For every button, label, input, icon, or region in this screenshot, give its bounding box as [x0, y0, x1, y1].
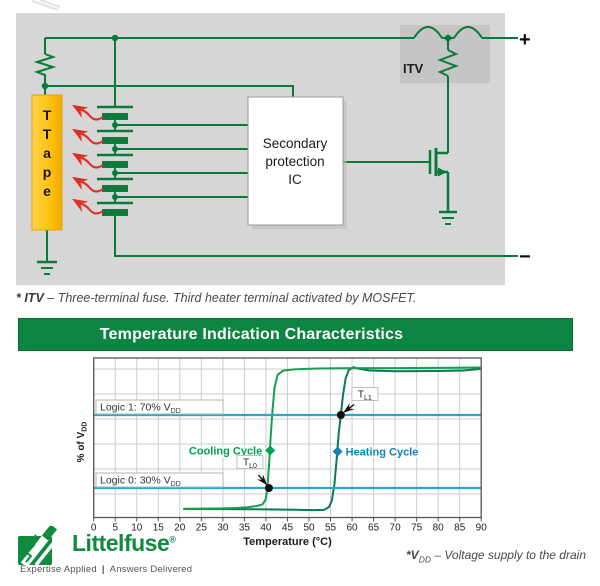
decorative-watermark [31, 0, 61, 12]
circuit-wires [33, 26, 518, 262]
annotation-point [264, 484, 273, 492]
y-axis-title: % of VDD [76, 422, 89, 463]
x-tick-label: 45 [282, 523, 294, 534]
littelfuse-logo-icon [18, 524, 58, 568]
ic-label-line: protection [265, 154, 324, 169]
horizontal-gridlines [93, 368, 482, 495]
x-axis-title: Temperature (°C) [243, 536, 332, 548]
x-tick-label: 90 [476, 523, 488, 534]
cooling-cycle-curve [183, 366, 481, 510]
minus-terminal-label: − [519, 246, 531, 268]
annotation-point [336, 411, 345, 419]
annotation-arrow [257, 474, 268, 486]
circuit-diagram: T T a p e Secondary protection IC [16, 0, 531, 285]
x-tick-label: 70 [390, 523, 402, 534]
chart-title: Temperature Indication Characteristics [99, 325, 404, 343]
x-tick-label: 35 [239, 523, 251, 534]
ttape-letter: T [43, 126, 52, 142]
ttape-letter: a [43, 145, 51, 161]
annotation-box [351, 387, 379, 401]
footnote-term: * ITV [16, 291, 44, 305]
x-tick-label: 10 [131, 523, 143, 534]
x-tick-label: 25 [196, 523, 208, 534]
threshold-label-box [95, 399, 224, 415]
mosfet-icon [428, 148, 450, 212]
chart-title-bar: Temperature Indication Characteristics [18, 318, 573, 351]
annotation-box [236, 455, 264, 469]
resistor-icon [33, 53, 57, 95]
protection-ic-box: Secondary protection IC [247, 96, 347, 229]
logic0-threshold: Logic 0: 30% VDD [93, 472, 482, 490]
ttape-letter: T [43, 107, 52, 123]
x-tick-label: 15 [153, 523, 165, 534]
x-tick-label: 65 [368, 523, 380, 534]
x-tick-label: 40 [260, 523, 272, 534]
threshold-label-box [95, 472, 224, 488]
vertical-gridlines [93, 358, 482, 518]
battery-tap-wires [115, 124, 248, 198]
ttape-letter: e [43, 183, 51, 199]
x-tick-label: 85 [454, 523, 466, 534]
ttape-letter: p [43, 164, 52, 180]
annotation-label: TL0 [243, 458, 257, 471]
threshold-label: Logic 1: 70% VDD [100, 402, 181, 416]
footnote-text: – Three-terminal fuse. Third heater term… [43, 291, 417, 305]
x-tick-label: 80 [433, 523, 445, 534]
littelfuse-logo: Littelfuse® Expertise Applied|Answers De… [16, 524, 276, 578]
heat-arrow [72, 128, 104, 145]
ttape-strip: T T a p e [31, 94, 63, 231]
ic-label-line: IC [288, 172, 302, 187]
x-tick-label: 55 [325, 523, 337, 534]
heating-cycle-label: Heating Cycle [332, 445, 420, 461]
annotation-arrow [343, 403, 355, 413]
x-tick-label: 5 [112, 523, 118, 534]
x-tick-label: 30 [217, 523, 229, 534]
hysteresis-curves [183, 366, 481, 512]
heating-cycle-curve [183, 366, 481, 512]
x-tick-label: 20 [174, 523, 186, 534]
tl1-annotation: TL1 [336, 387, 379, 419]
heat-arrow [72, 104, 104, 121]
ttape-ground-icon [37, 260, 57, 275]
heat-arrow [72, 152, 104, 169]
heat-arrow [72, 176, 104, 193]
x-axis-ticks: 0 5 10 15 20 25 30 35 40 45 50 55 60 65 70 75 80 85 90 [91, 517, 488, 534]
sense-rail-wire [45, 85, 294, 97]
tagline-separator: | [101, 564, 105, 575]
tl0-annotation: TL0 [236, 455, 273, 492]
heat-arrow [72, 198, 104, 215]
x-tick-label: 50 [303, 523, 315, 534]
bottom-rail-wire [114, 216, 518, 257]
itv-heater-resistor-icon [437, 49, 459, 77]
registered-mark: ® [169, 534, 176, 545]
x-tick-label: 75 [411, 523, 423, 534]
vdd-footnote: *VDD – Voltage supply to the drain [406, 548, 586, 565]
x-tick-label: 60 [346, 523, 358, 534]
itv-block [400, 25, 490, 83]
annotation-label: TL1 [358, 390, 372, 403]
brand-tagline: Expertise Applied|Answers Delivered [20, 564, 193, 575]
itv-footnote: * ITV – Three-terminal fuse. Third heate… [16, 291, 416, 305]
temperature-chart: Logic 1: 70% VDD Logic 0: 30% VDD Coolin… [76, 357, 488, 548]
threshold-label: Logic 0: 30% VDD [100, 475, 181, 489]
itv-label: ITV [403, 61, 424, 76]
svg-text:Heating Cycle: Heating Cycle [346, 447, 419, 459]
x-tick-label: 0 [91, 523, 97, 534]
logic1-threshold: Logic 1: 70% VDD [93, 399, 482, 417]
ic-label-line: Secondary [263, 136, 328, 151]
mosfet-ground-icon [439, 210, 457, 225]
heat-arrows [72, 104, 104, 215]
plus-terminal-label: + [519, 29, 531, 51]
brand-name: Littelfuse [72, 530, 170, 556]
